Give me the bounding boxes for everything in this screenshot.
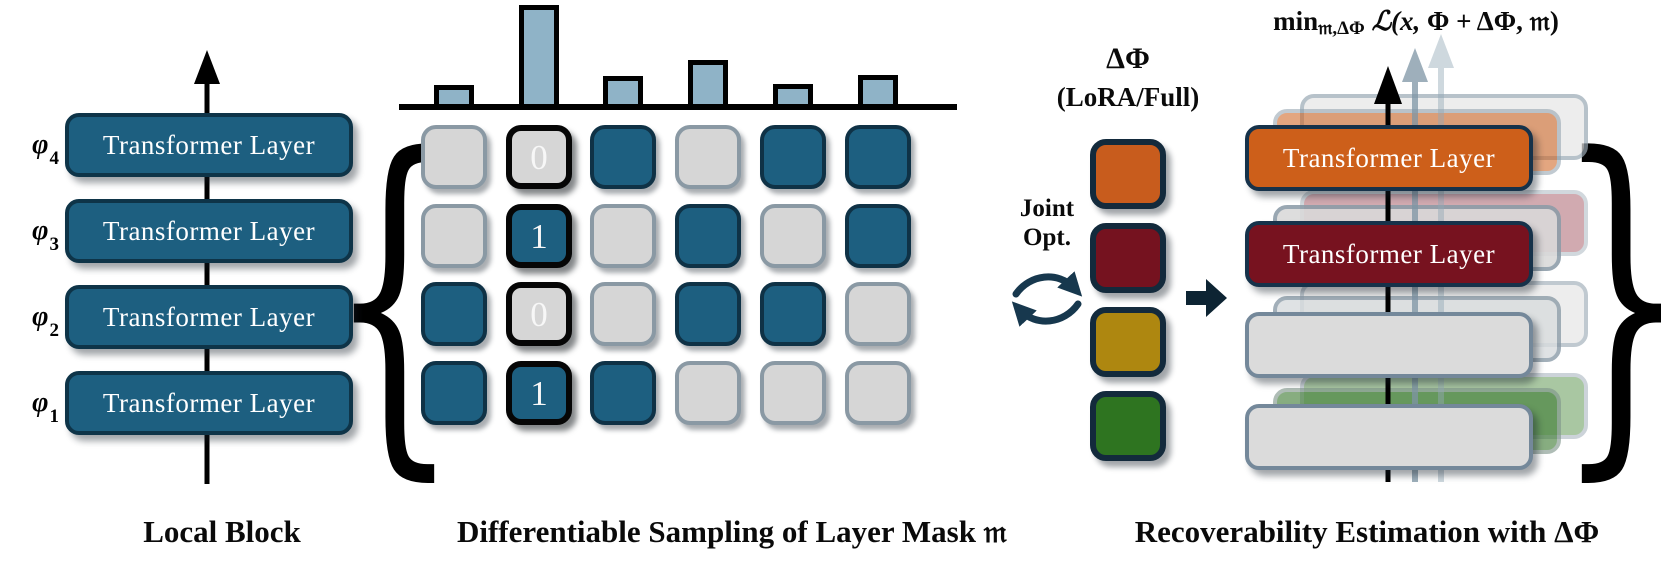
apply-arrow-icon — [1186, 279, 1227, 317]
recovered-layer-1: Transformer Layer — [1245, 125, 1533, 191]
mask-cell-r3c6 — [845, 282, 911, 346]
mask-value-digit: 0 — [530, 294, 548, 334]
mask-sampling-caption: Differentiable Sampling of Layer Mask 𝔪 — [456, 514, 1007, 549]
formula-loss: ℒ — [1371, 6, 1392, 36]
adapter-layer-3 — [1090, 223, 1166, 293]
mask-cell-r3c2: 0 — [506, 282, 572, 346]
joint-opt-label: Joint Opt. — [1019, 195, 1075, 251]
recovered-layer-3 — [1245, 312, 1533, 378]
transformer-layer-box-2: Transformer Layer — [65, 285, 353, 349]
mask-cell-r1c2: 0 — [506, 125, 572, 189]
phi-label-1: φ1 — [32, 387, 59, 427]
mask-cell-r4c6 — [845, 361, 911, 425]
adapter-layer-1 — [1090, 391, 1166, 461]
prob-bar-6 — [858, 75, 898, 109]
phi-label-3: φ3 — [32, 215, 59, 255]
mask-cell-r1c3 — [590, 125, 656, 189]
phi-label-2: φ2 — [32, 301, 59, 341]
transformer-layer-box-3: Transformer Layer — [65, 199, 353, 263]
prob-bar-3 — [603, 76, 643, 109]
transformer-layer-box-4: Transformer Layer — [65, 113, 353, 177]
mask-cell-r2c4 — [675, 204, 741, 268]
formula-min: min — [1273, 6, 1319, 36]
recoverability-caption: Recoverability Estimation with ΔΦ — [1134, 514, 1600, 549]
recovered-layer-4 — [1245, 404, 1533, 470]
objective-formula: min𝔪,ΔΦ ℒ(x, Φ + ΔΦ, 𝔪) — [1226, 6, 1606, 39]
prob-bar-4 — [688, 60, 728, 109]
mask-cell-r3c5 — [760, 282, 826, 346]
adapter-layer-2 — [1090, 307, 1166, 377]
mask-cell-r4c2: 1 — [506, 361, 572, 425]
delta-phi-title: ΔΦ — [1106, 42, 1150, 75]
mask-cell-r2c5 — [760, 204, 826, 268]
mask-cell-r2c6 — [845, 204, 911, 268]
transformer-layer-box-1: Transformer Layer — [65, 371, 353, 435]
mask-cell-r4c3 — [590, 361, 656, 425]
prob-bar-5 — [773, 84, 813, 109]
mask-cell-r3c1 — [421, 282, 487, 346]
mask-value-digit: 0 — [530, 137, 548, 177]
left-curly-brace: { — [327, 82, 461, 510]
right-curly-brace: } — [1556, 82, 1661, 510]
mask-cell-r2c1 — [421, 204, 487, 268]
mask-value-digit: 1 — [530, 373, 548, 413]
formula-args: Φ + ΔΦ, 𝔪) — [1420, 6, 1559, 36]
local-block-caption: Local Block — [143, 514, 301, 549]
arrowhead-up-icon — [194, 50, 220, 84]
mask-cell-r2c3 — [590, 204, 656, 268]
delta-phi-subtitle: (LoRA/Full) — [1056, 82, 1200, 112]
prob-bar-2 — [519, 5, 559, 109]
prob-bar-1 — [434, 85, 474, 109]
recovered-layer-2: Transformer Layer — [1245, 221, 1533, 287]
mask-cell-r3c4 — [675, 282, 741, 346]
prob-axis-line — [399, 104, 957, 110]
mask-cell-r2c2: 1 — [506, 204, 572, 268]
phi-label-4: φ4 — [32, 129, 59, 169]
mask-cell-r1c1 — [421, 125, 487, 189]
mask-cell-r4c5 — [760, 361, 826, 425]
mask-cell-r4c4 — [675, 361, 741, 425]
mask-cell-r4c1 — [421, 361, 487, 425]
mask-cell-r1c5 — [760, 125, 826, 189]
joint-opt-cycle-arrows — [1011, 271, 1083, 327]
formula-subscript: 𝔪,ΔΦ — [1318, 18, 1365, 39]
mask-cell-r3c3 — [590, 282, 656, 346]
mask-value-digit: 1 — [530, 216, 548, 256]
formula-args-x: (x, — [1391, 6, 1421, 36]
mask-cell-r1c6 — [845, 125, 911, 189]
mask-cell-r1c4 — [675, 125, 741, 189]
adapter-layer-4 — [1090, 139, 1166, 209]
